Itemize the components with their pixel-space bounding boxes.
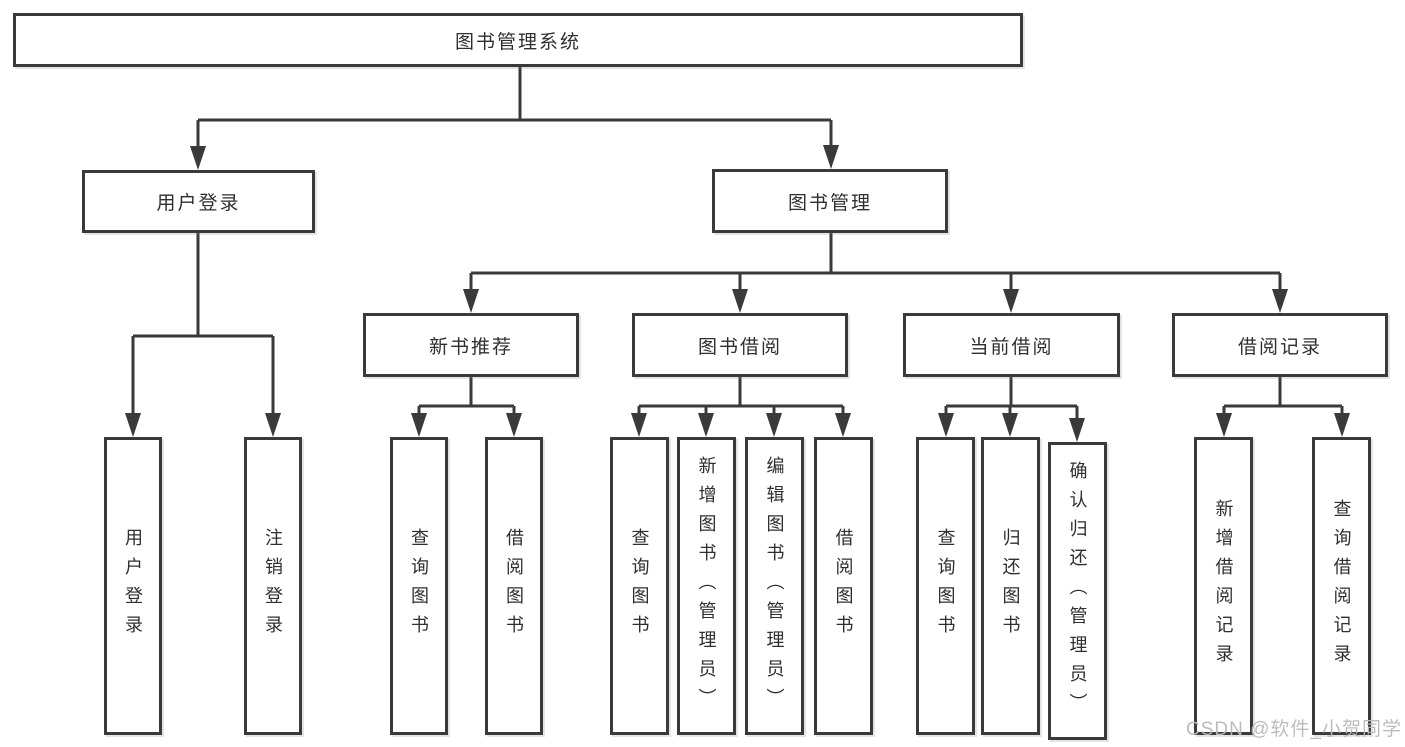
node-current-borrow: 当前借阅 <box>903 313 1120 377</box>
node-borrow-records: 借阅记录 <box>1172 313 1388 377</box>
node-user-login: 用户登录 <box>82 170 315 233</box>
node-book-mgmt: 图书管理 <box>712 169 948 233</box>
leaf-user-login: 用户登录 <box>104 437 162 735</box>
leaf-cb-confirm-return: 确认归还（管理员） <box>1048 442 1107 740</box>
node-root: 图书管理系统 <box>13 13 1023 67</box>
watermark: CSDN @软件_小贺同学 <box>1186 719 1402 740</box>
node-new-books: 新书推荐 <box>363 313 579 377</box>
leaf-br-query-record: 查询借阅记录 <box>1312 437 1371 735</box>
leaf-br-add-record: 新增借阅记录 <box>1194 437 1253 735</box>
leaf-nb-query-books: 查询图书 <box>390 437 448 735</box>
leaf-bb-edit-books: 编辑图书（管理员） <box>745 437 804 735</box>
leaf-bb-borrow-books: 借阅图书 <box>814 437 873 735</box>
node-book-borrow: 图书借阅 <box>632 313 848 377</box>
leaf-bb-add-books: 新增图书（管理员） <box>677 437 736 735</box>
leaf-cb-query-books: 查询图书 <box>916 437 975 735</box>
leaf-cb-return-books: 归还图书 <box>981 437 1040 735</box>
arrowheads <box>125 145 1350 442</box>
leaf-logout: 注销登录 <box>244 437 302 735</box>
leaf-nb-borrow-books: 借阅图书 <box>485 437 543 735</box>
leaf-bb-query-books: 查询图书 <box>610 437 669 735</box>
